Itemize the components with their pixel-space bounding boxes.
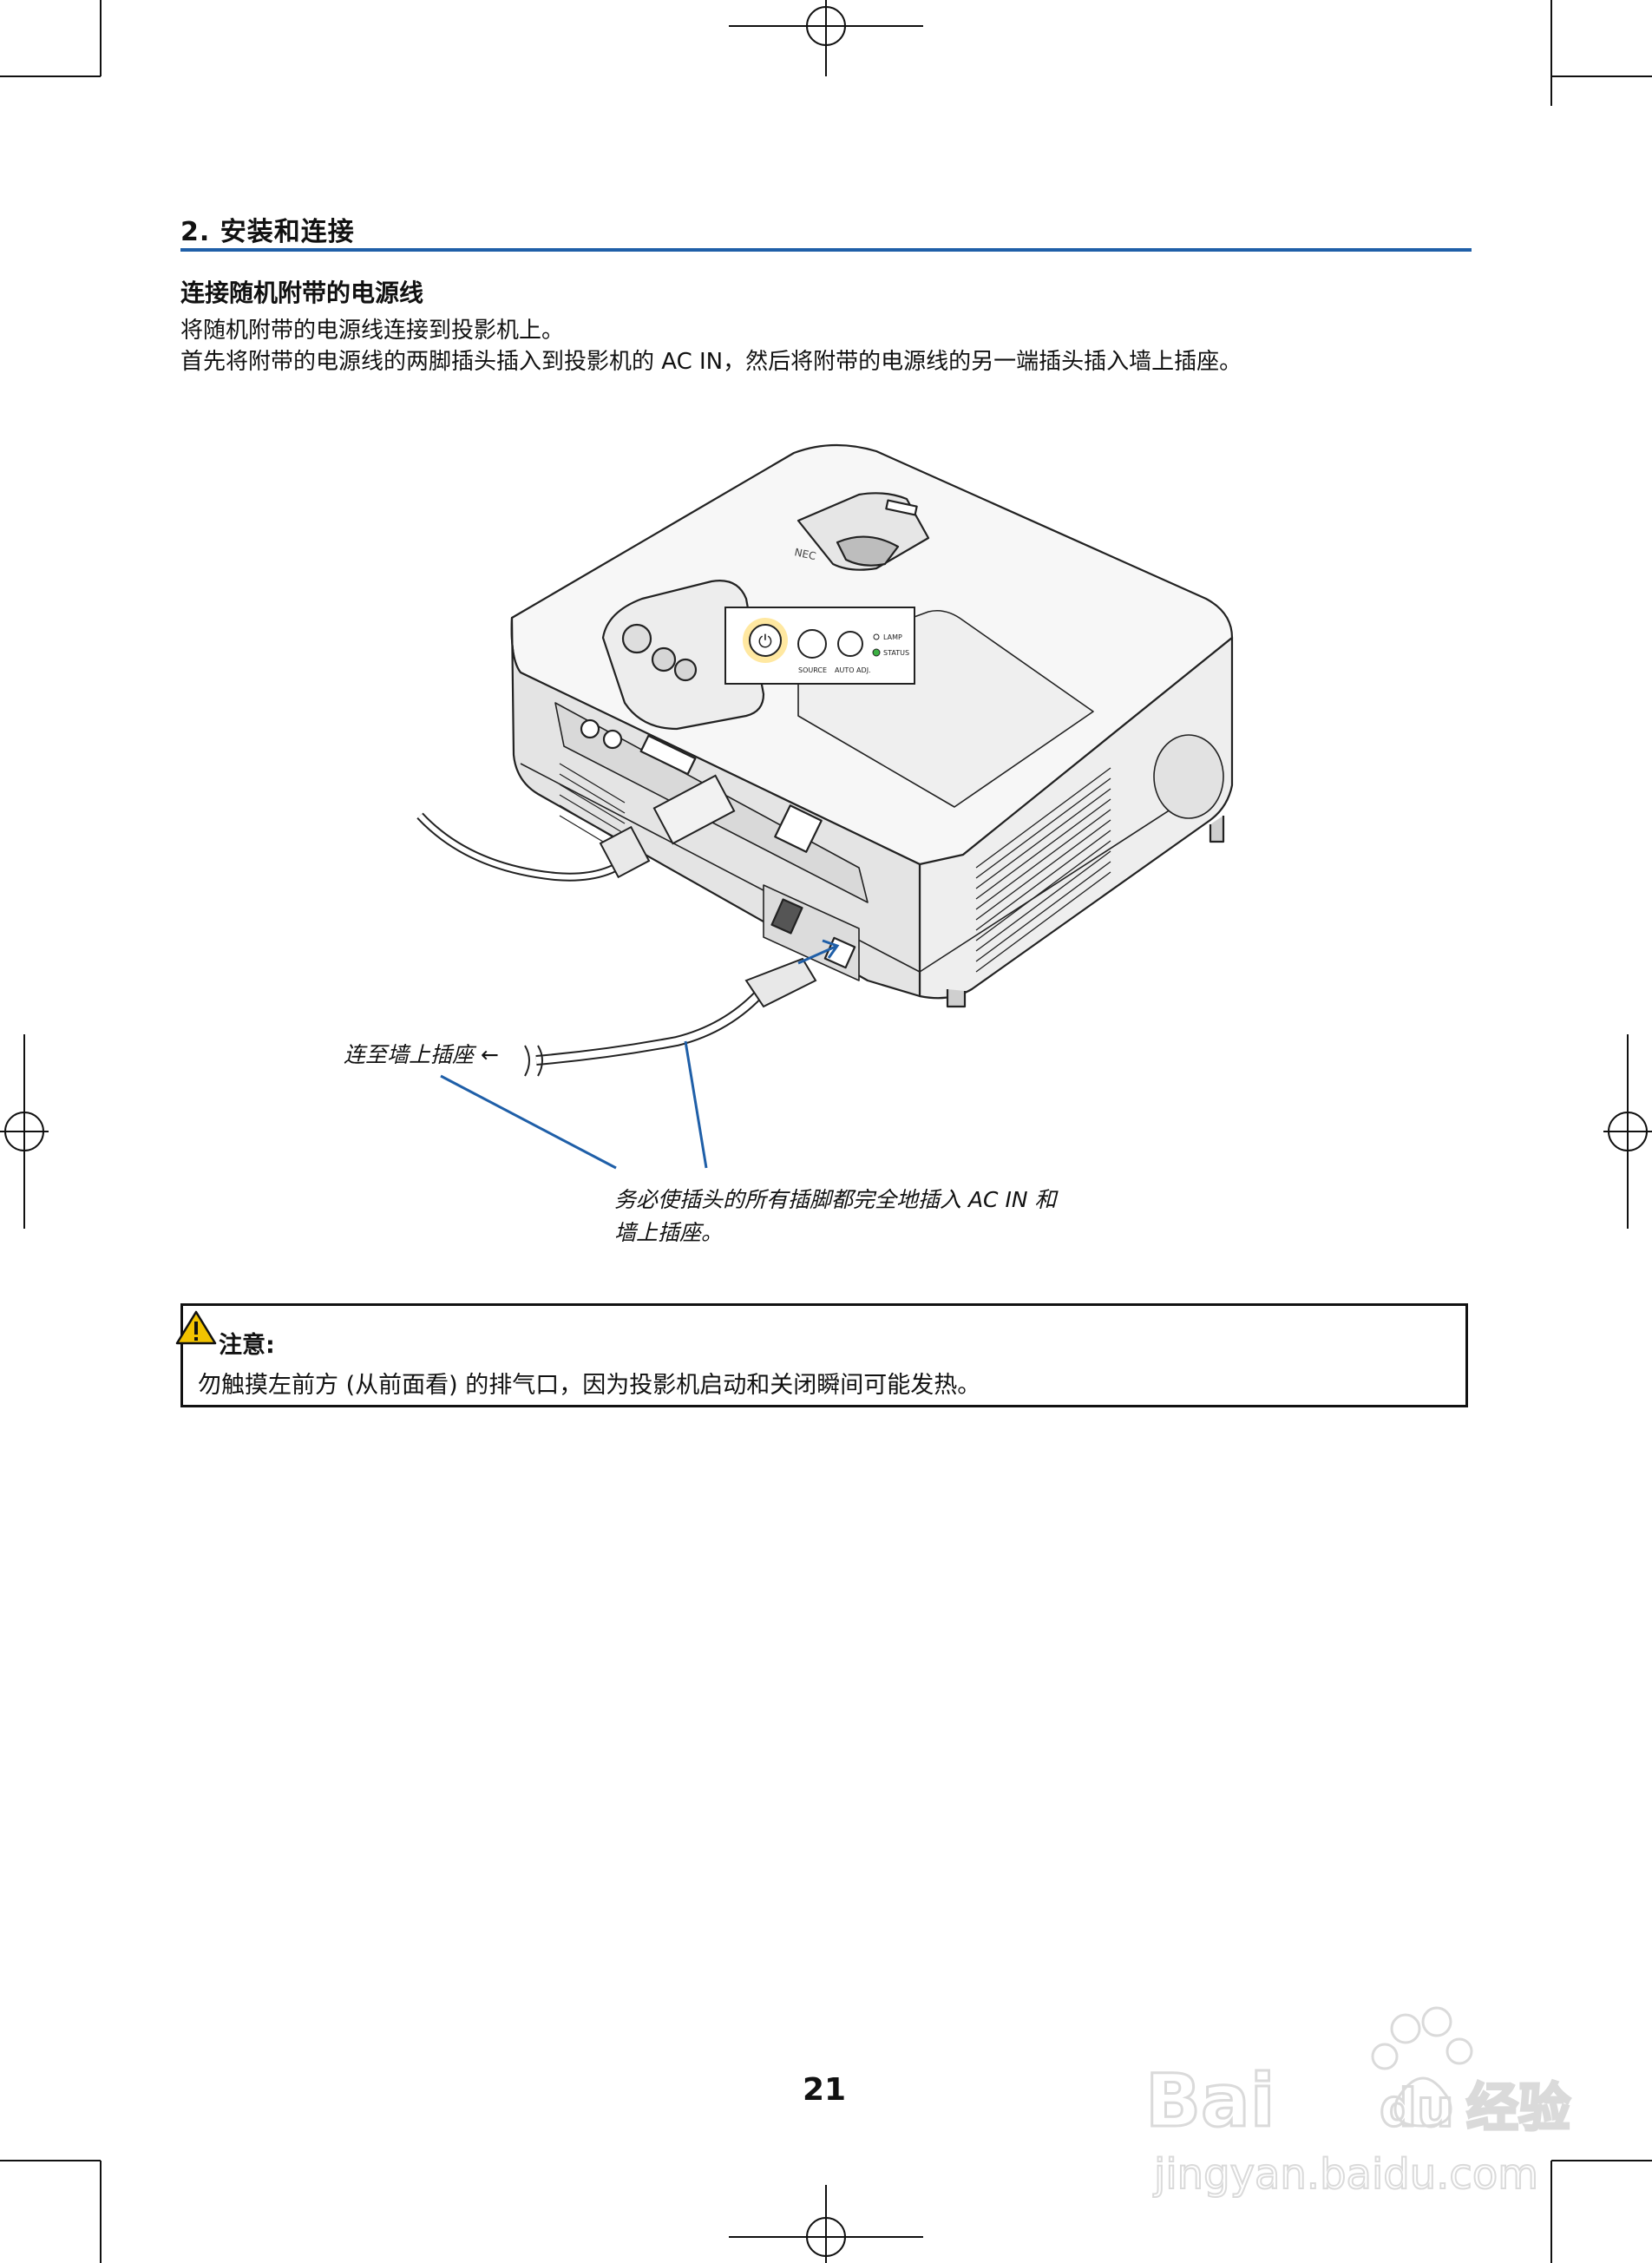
paragraph: 将随机附带的电源线连接到投影机上。	[180, 318, 565, 344]
leader-line	[440, 1074, 617, 1170]
page-number: 21	[802, 2072, 847, 2108]
source-label: SOURCE	[798, 666, 827, 674]
warning-triangle-icon	[175, 1310, 217, 1345]
svg-text:NEC: NEC	[793, 546, 816, 562]
wall-outlet-callout: 连至墙上插座 ←	[344, 1042, 499, 1067]
paragraph: 首先将附带的电源线的两脚插头插入到投影机的 AC IN，然后将附带的电源线的另一…	[180, 349, 1242, 375]
baidu-jingyan-watermark: Bai du 经验 jingyan.baidu.com	[1145, 2006, 1572, 2200]
plug-insertion-note: 务必使插头的所有插脚都完全地插入 AC IN 和 墙上插座。	[614, 1184, 1056, 1250]
plug-insertion-note-line: 务必使插头的所有插脚都完全地插入 AC IN 和	[614, 1187, 1057, 1212]
projector-front-side	[918, 636, 1234, 1000]
projector-illustration: NEC	[416, 443, 1234, 1170]
svg-text:经验: 经验	[1466, 2078, 1570, 2139]
caution-title: 注意:	[219, 1332, 275, 1359]
svg-text:du: du	[1380, 2078, 1454, 2139]
lamp-label: LAMP	[883, 633, 902, 641]
caution-text: 勿触摸左前方 (从前面看) 的排气口，因为投影机启动和关闭瞬间可能发热。	[198, 1372, 981, 1399]
section-title: 2. 安装和连接	[180, 217, 355, 247]
svg-text:jingyan.baidu.com: jingyan.baidu.com	[1153, 2150, 1538, 2199]
plug-insertion-note-line: 墙上插座。	[614, 1220, 724, 1245]
svg-text:Bai: Bai	[1145, 2058, 1275, 2143]
leader-line	[684, 1040, 708, 1169]
auto-adj-label: AUTO ADJ.	[835, 666, 871, 674]
power-button-glyph: ⏻	[758, 631, 772, 652]
caution-box	[180, 1303, 1468, 1407]
status-label: STATUS	[883, 649, 909, 657]
control-panel-inset: ⏻ SOURCE AUTO ADJ. LAMP STATUS	[724, 607, 915, 685]
subsection-heading: 连接随机附带的电源线	[180, 279, 424, 307]
section-rule	[180, 248, 1472, 252]
